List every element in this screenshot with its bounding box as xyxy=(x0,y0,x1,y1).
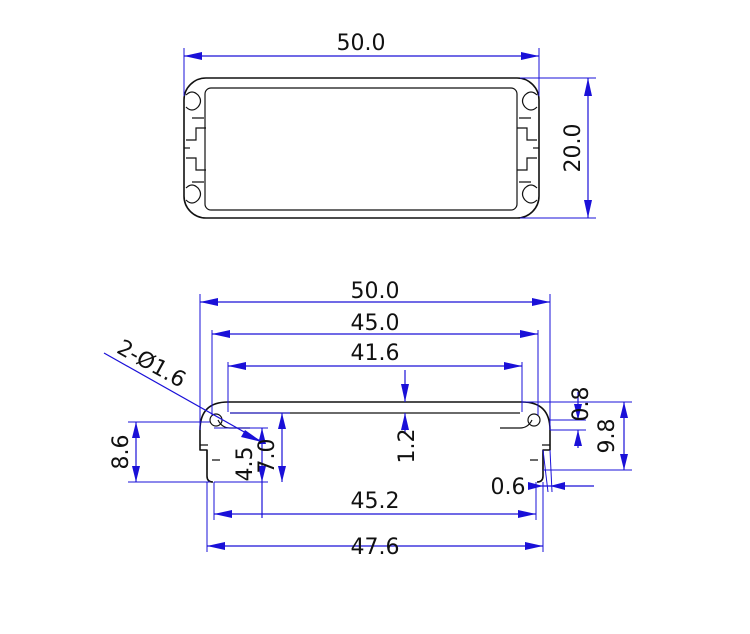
height-7-0-label: 7.0 xyxy=(255,439,280,474)
thickness-1-2-dimension: 1.2 xyxy=(395,370,420,464)
section-width-50-label: 50.0 xyxy=(351,279,400,304)
hole-callout: 2-Ø1.6 xyxy=(103,335,263,443)
section-profile-inner xyxy=(206,412,544,470)
top-height-label: 20.0 xyxy=(561,124,586,173)
height-9-8-label: 9.8 xyxy=(595,419,620,454)
height-8-6-dimension: 8.6 xyxy=(109,421,210,483)
section-width-41-6-dimension: 41.6 xyxy=(227,341,523,412)
thickness-1-2-label: 1.2 xyxy=(395,429,420,464)
gap-0-8-label: 0.8 xyxy=(569,387,594,422)
top-height-dimension: 20.0 xyxy=(520,77,596,219)
gap-0-6-dimension: 0.6 xyxy=(491,449,594,500)
top-width-dimension: 50.0 xyxy=(183,31,540,96)
section-width-45-0-label: 45.0 xyxy=(351,311,400,336)
section-width-47-6-label: 47.6 xyxy=(351,535,400,560)
section-width-45-2-dimension: 45.2 xyxy=(213,482,537,520)
height-8-6-label: 8.6 xyxy=(109,435,134,470)
top-view-outer-outline xyxy=(183,77,540,219)
top-width-label: 50.0 xyxy=(337,31,386,56)
mounting-hole-right xyxy=(527,413,541,427)
height-7-0-dimension: 7.0 xyxy=(230,412,290,482)
section-width-47-6-dimension: 47.6 xyxy=(206,482,544,560)
section-width-45-2-label: 45.2 xyxy=(351,489,400,514)
height-4-5-label: 4.5 xyxy=(233,447,258,482)
section-view: 50.0 45.0 41.6 2-Ø1.6 xyxy=(103,279,632,560)
top-view-inner-outline xyxy=(204,87,518,211)
section-width-45-0-dimension: 45.0 xyxy=(211,311,539,415)
top-view-right-slots xyxy=(517,91,539,204)
gap-0-6-label: 0.6 xyxy=(491,475,526,500)
top-view: 50.0 20.0 xyxy=(183,31,596,219)
height-4-5-dimension: 4.5 xyxy=(214,427,268,518)
height-9-8-dimension: 9.8 xyxy=(522,401,632,471)
section-width-41-6-label: 41.6 xyxy=(351,341,400,366)
gap-0-8-dimension: 0.8 xyxy=(550,387,594,448)
top-view-left-slots xyxy=(184,91,206,204)
